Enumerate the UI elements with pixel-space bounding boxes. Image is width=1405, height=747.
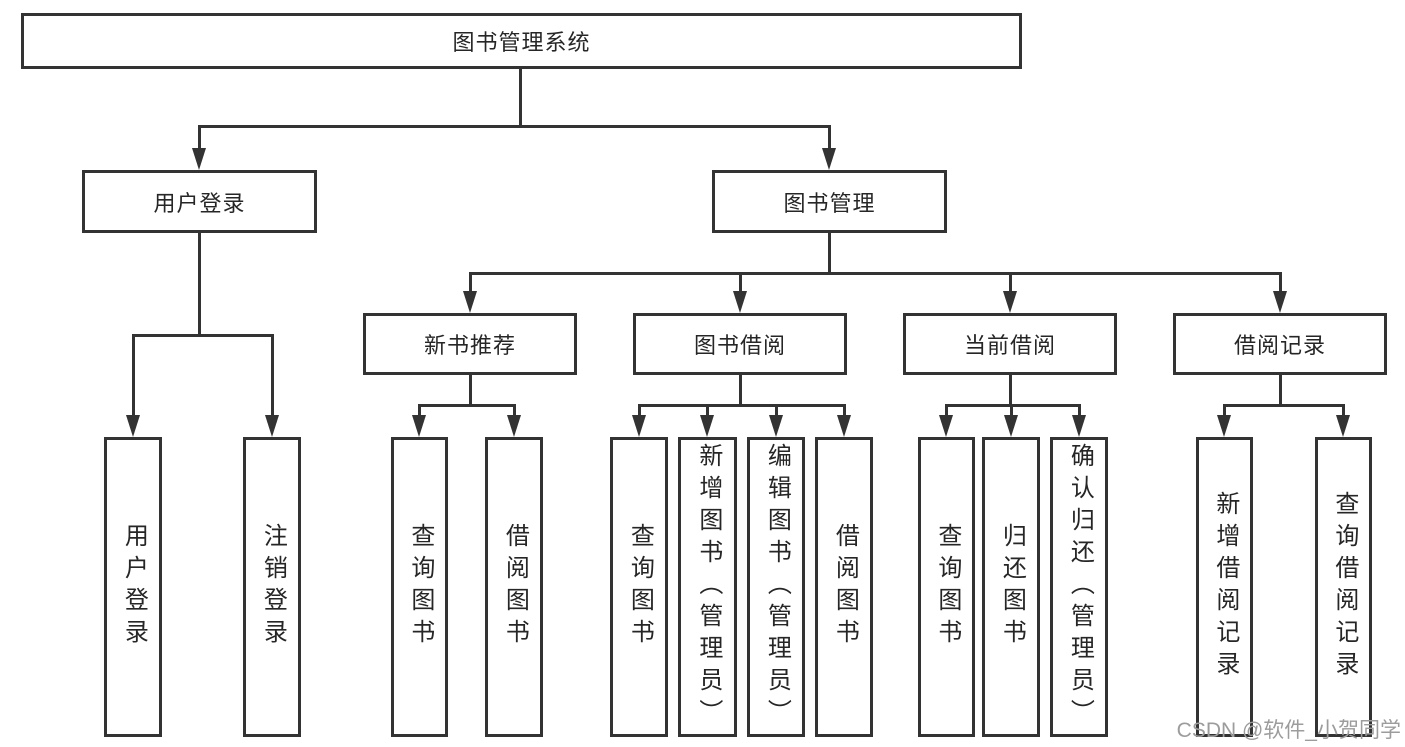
leaf-label: 新增借阅记录: [1211, 491, 1239, 683]
arrowhead-down-icon: [837, 415, 851, 437]
arrowhead-down-icon: [733, 291, 747, 313]
csdn-watermark: CSDN @软件_小贺同学: [1176, 719, 1401, 742]
node-root: 图书管理系统: [21, 13, 1022, 69]
node-new-book-recommend-label: 新书推荐: [423, 333, 516, 358]
connector-line: [1009, 375, 1012, 407]
connector-line: [198, 125, 831, 128]
connector-line: [418, 404, 421, 417]
leaf-borrow-book-recommend: 借阅图书: [485, 437, 543, 737]
leaf-confirm-return-admin: 确认归还（管理员）: [1050, 437, 1108, 737]
leaf-label: 编辑图书（管理员）: [763, 443, 791, 731]
connector-line: [843, 404, 846, 417]
node-book-borrow-label: 图书借阅: [693, 333, 786, 358]
arrowhead-down-icon: [507, 415, 521, 437]
leaf-query-book-current: 查询图书: [918, 437, 975, 737]
connector-line: [469, 272, 472, 293]
connector-line: [513, 404, 516, 417]
node-user-login-label: 用户登录: [153, 190, 246, 216]
arrowhead-down-icon: [1217, 415, 1231, 437]
connector-line: [418, 404, 516, 407]
connector-line: [198, 233, 201, 337]
leaf-label: 借阅图书: [831, 523, 859, 651]
node-new-book-recommend: 新书推荐: [363, 313, 577, 375]
node-book-management-label: 图书管理: [783, 190, 876, 216]
connector-line: [132, 334, 274, 337]
leaf-label: 新增图书（管理员）: [694, 443, 722, 731]
connector-line: [132, 334, 135, 417]
node-borrow-records-label: 借阅记录: [1233, 333, 1326, 358]
connector-line: [1223, 404, 1345, 407]
leaf-query-borrow-record: 查询借阅记录: [1315, 437, 1372, 737]
arrowhead-down-icon: [1004, 415, 1018, 437]
connector-line: [706, 404, 709, 417]
arrowhead-down-icon: [126, 415, 140, 437]
connector-line: [775, 404, 778, 417]
leaf-label: 借阅图书: [501, 523, 529, 651]
connector-line: [828, 233, 831, 275]
leaf-query-book-recommend: 查询图书: [391, 437, 448, 737]
leaf-label: 归还图书: [998, 523, 1026, 651]
leaf-user-login: 用户登录: [104, 437, 162, 737]
arrowhead-down-icon: [1072, 415, 1086, 437]
connector-line: [271, 334, 274, 417]
connector-line: [1010, 404, 1013, 417]
node-user-login: 用户登录: [82, 170, 317, 233]
leaf-edit-book-admin: 编辑图书（管理员）: [747, 437, 805, 737]
leaf-add-book-admin: 新增图书（管理员）: [678, 437, 737, 737]
connector-line: [638, 404, 846, 407]
connector-line: [469, 375, 472, 407]
node-root-label: 图书管理系统: [452, 30, 591, 55]
leaf-label: 查询图书: [406, 523, 434, 651]
connector-line: [1279, 272, 1282, 293]
node-borrow-records: 借阅记录: [1173, 313, 1387, 375]
arrowhead-down-icon: [939, 415, 953, 437]
arrowhead-down-icon: [1336, 415, 1350, 437]
connector-line: [519, 69, 522, 128]
leaf-label: 用户登录: [120, 523, 148, 651]
connector-line: [828, 125, 831, 150]
connector-line: [1078, 404, 1081, 417]
leaf-logout: 注销登录: [243, 437, 301, 737]
arrowhead-down-icon: [700, 415, 714, 437]
connector-line: [945, 404, 948, 417]
connector-line: [198, 125, 201, 150]
leaf-query-book-borrow: 查询图书: [610, 437, 668, 737]
connector-line: [739, 375, 742, 407]
connector-line: [1223, 404, 1226, 417]
arrowhead-down-icon: [1273, 291, 1287, 313]
node-current-borrow: 当前借阅: [903, 313, 1117, 375]
arrowhead-down-icon: [1003, 291, 1017, 313]
connector-line: [469, 272, 1282, 275]
arrowhead-down-icon: [192, 148, 206, 170]
connector-line: [1279, 375, 1282, 407]
connector-line: [739, 272, 742, 293]
arrowhead-down-icon: [769, 415, 783, 437]
leaf-label: 注销登录: [259, 523, 287, 651]
leaf-add-borrow-record: 新增借阅记录: [1196, 437, 1253, 737]
arrowhead-down-icon: [822, 148, 836, 170]
leaf-label: 查询借阅记录: [1330, 491, 1358, 683]
arrowhead-down-icon: [463, 291, 477, 313]
node-current-borrow-label: 当前借阅: [963, 333, 1056, 358]
arrowhead-down-icon: [265, 415, 279, 437]
connector-line: [1009, 272, 1012, 293]
node-book-management: 图书管理: [712, 170, 947, 233]
leaf-label: 确认归还（管理员）: [1066, 443, 1094, 731]
arrowhead-down-icon: [412, 415, 426, 437]
arrowhead-down-icon: [632, 415, 646, 437]
connector-line: [638, 404, 641, 417]
leaf-label: 查询图书: [933, 523, 961, 651]
leaf-label: 查询图书: [626, 523, 654, 651]
leaf-return-book: 归还图书: [982, 437, 1040, 737]
connector-line: [1342, 404, 1345, 417]
node-book-borrow: 图书借阅: [633, 313, 847, 375]
leaf-borrow-book: 借阅图书: [815, 437, 873, 737]
